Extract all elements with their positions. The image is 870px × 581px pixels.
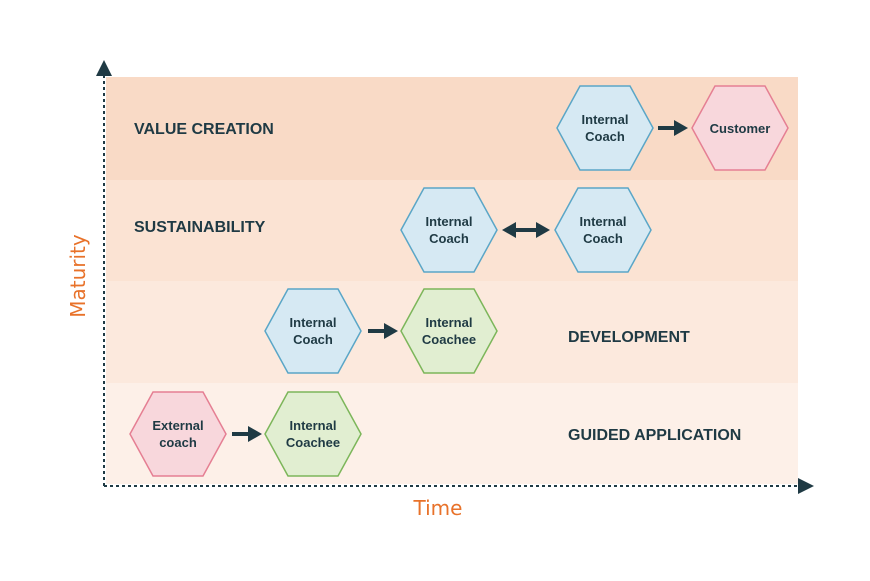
node-su-internal-coach-b: Internal Coach (554, 187, 652, 273)
svg-text:Internal: Internal (426, 214, 473, 229)
arrow-su-bidirectional (502, 222, 550, 238)
arrow-dev (368, 323, 398, 339)
node-vc-customer: Customer (691, 85, 789, 171)
svg-text:Internal: Internal (290, 315, 337, 330)
svg-text:Internal: Internal (290, 418, 337, 433)
node-ga-internal-coachee: Internal Coachee (264, 391, 362, 477)
svg-text:External: External (152, 418, 203, 433)
node-ga-external-coach: External coach (129, 391, 227, 477)
svg-text:Internal: Internal (426, 315, 473, 330)
svg-text:Coach: Coach (429, 231, 469, 246)
node-dev-internal-coachee: Internal Coachee (400, 288, 498, 374)
y-axis-label: Maturity (66, 234, 90, 318)
band-label-value-creation: VALUE CREATION (134, 121, 274, 138)
node-dev-internal-coach: Internal Coach (264, 288, 362, 374)
band-label-guided-application: GUIDED APPLICATION (568, 427, 741, 444)
node-su-internal-coach-a: Internal Coach (400, 187, 498, 273)
svg-text:Customer: Customer (710, 121, 771, 136)
svg-text:Coach: Coach (293, 332, 333, 347)
svg-text:Internal: Internal (582, 112, 629, 127)
svg-text:Coach: Coach (583, 231, 623, 246)
svg-text:Internal: Internal (580, 214, 627, 229)
band-label-development: DEVELOPMENT (568, 329, 690, 346)
arrow-vc (658, 120, 688, 136)
svg-text:Coachee: Coachee (286, 435, 340, 450)
svg-text:coach: coach (159, 435, 197, 450)
band-label-sustainability: SUSTAINABILITY (134, 219, 266, 236)
node-vc-internal-coach: Internal Coach (556, 85, 654, 171)
arrow-ga (232, 426, 262, 442)
svg-text:Coachee: Coachee (422, 332, 476, 347)
x-axis-label: Time (413, 496, 463, 520)
svg-text:Coach: Coach (585, 129, 625, 144)
